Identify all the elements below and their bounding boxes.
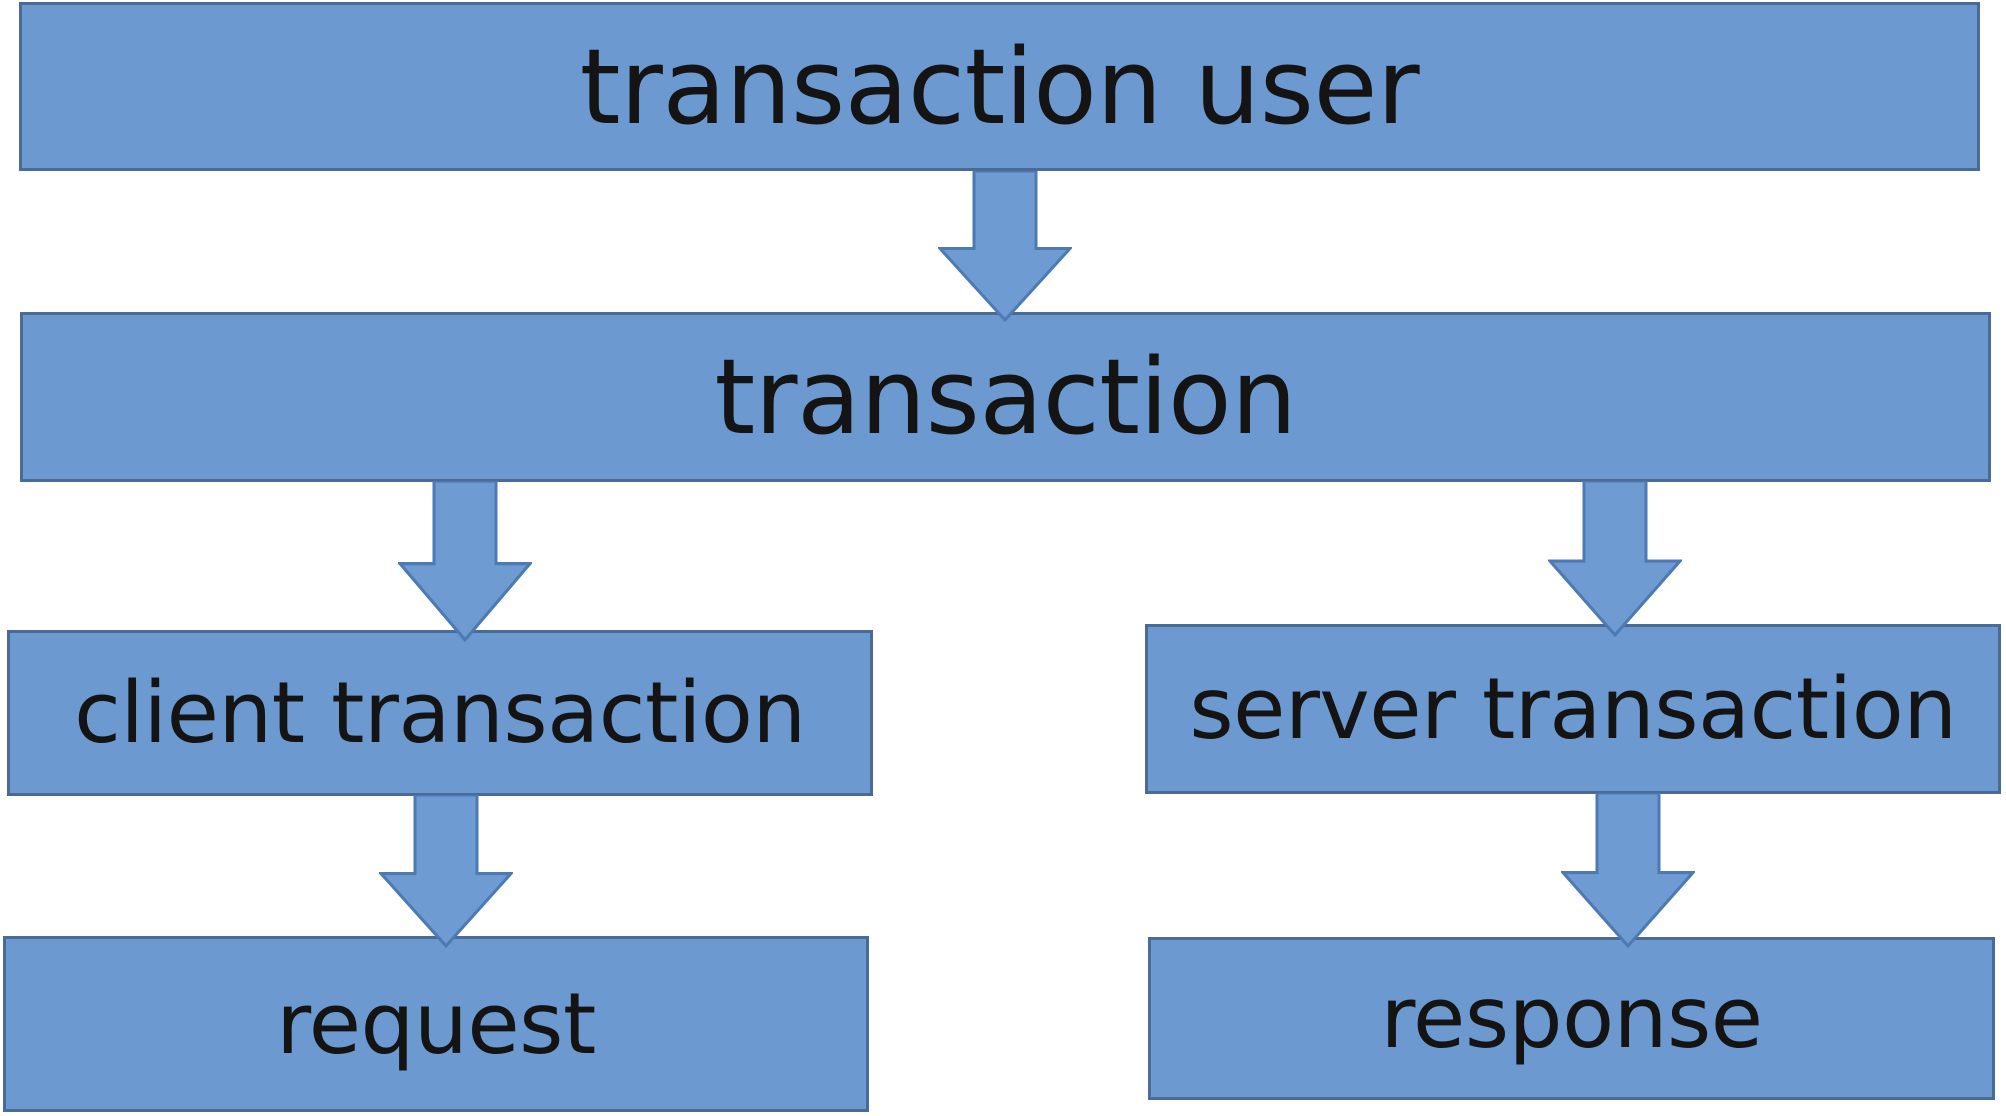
- down-arrow-icon-client-transaction-to-request: [379, 795, 513, 948]
- node-request-label: request: [276, 974, 596, 1074]
- down-arrow-icon-transaction-to-client-transaction: [398, 481, 532, 642]
- down-arrow-icon-transaction-user-to-transaction: [938, 171, 1072, 322]
- node-server-transaction: server transaction: [1145, 624, 2001, 794]
- node-response-label: response: [1380, 969, 1763, 1068]
- node-client-transaction: client transaction: [7, 630, 873, 796]
- node-request: request: [3, 936, 869, 1112]
- node-client-transaction-label: client transaction: [74, 663, 806, 763]
- down-arrow-icon-transaction-to-server-transaction: [1548, 481, 1682, 637]
- down-arrow-icon-server-transaction-to-response: [1561, 793, 1695, 948]
- node-transaction: transaction: [20, 312, 1991, 482]
- node-transaction-user: transaction user: [19, 2, 1980, 171]
- node-transaction-label: transaction: [714, 336, 1298, 458]
- node-response: response: [1148, 937, 1995, 1100]
- node-server-transaction-label: server transaction: [1189, 659, 1957, 759]
- node-transaction-user-label: transaction user: [579, 25, 1420, 148]
